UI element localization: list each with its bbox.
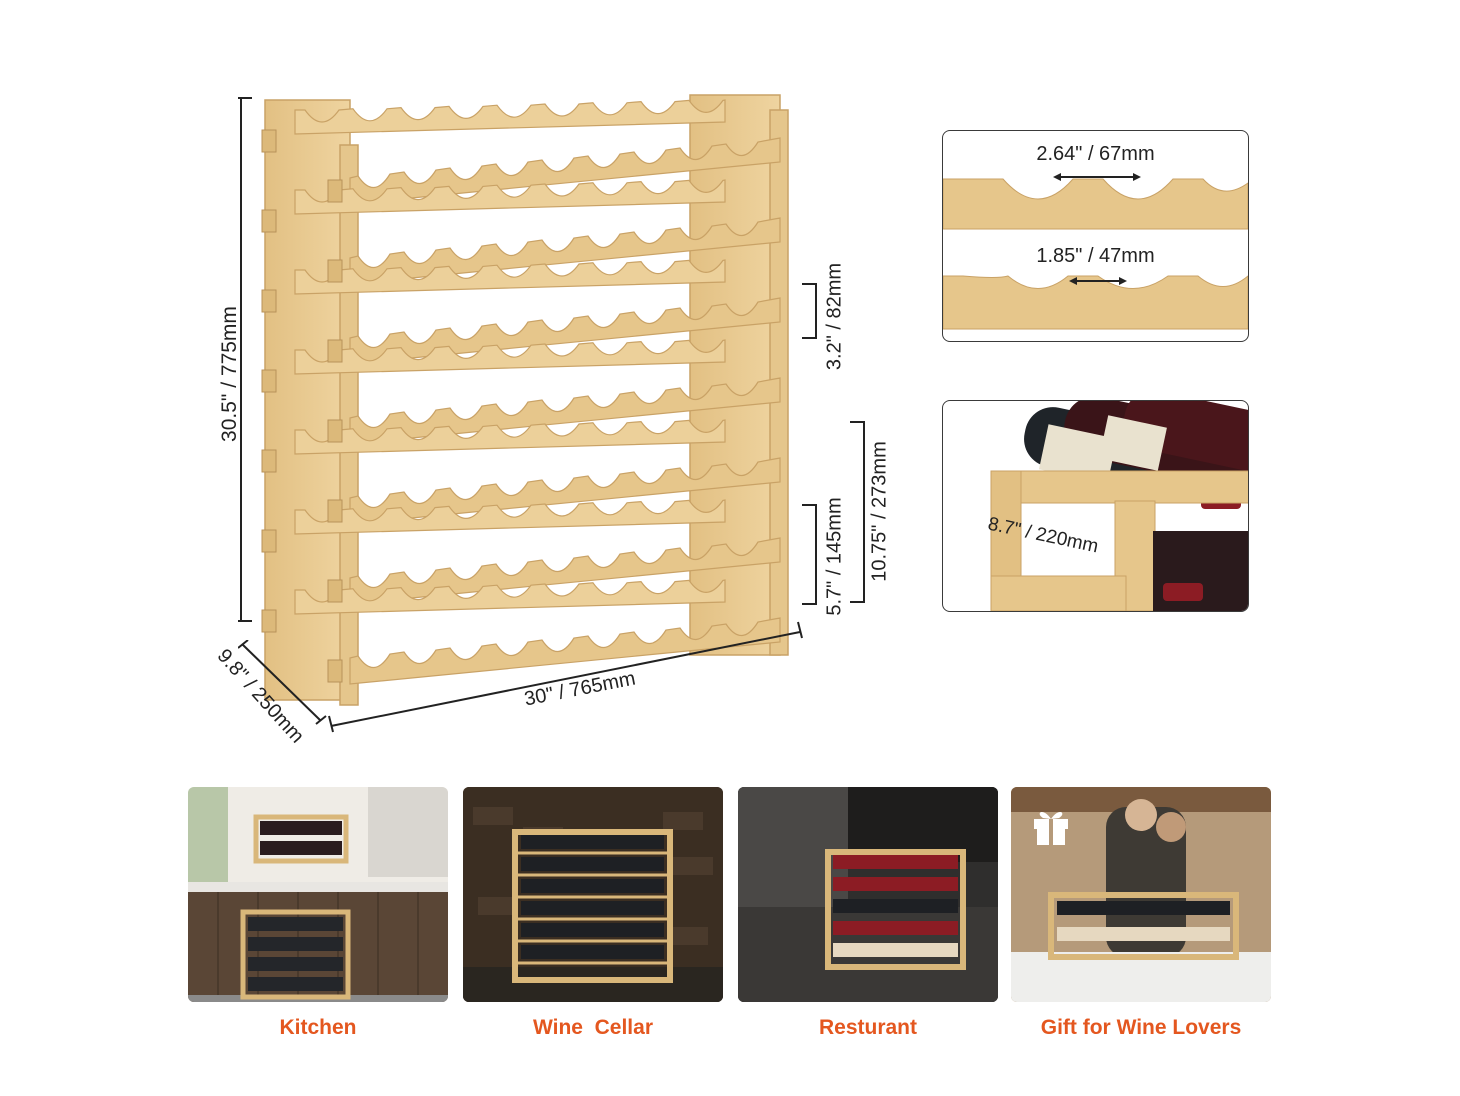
rack-drawing [261,94,789,706]
back-rail [294,419,726,455]
tier-height-bracket [800,503,820,607]
rail-joint [261,369,277,393]
back-rail [294,339,726,375]
caption-gift: Gift for Wine Lovers [1040,1016,1242,1039]
front-rail [349,297,781,365]
rail-joint [327,339,343,363]
tier-gap-label: 3.2" / 82mm [823,262,846,371]
caption-wine-cellar: Wine Cellar [532,1016,653,1039]
caption-kitchen: Kitchen [279,1016,357,1039]
kitchen-illustration [188,787,448,1002]
bottom-slot-label: 1.85" / 47mm [1036,245,1155,267]
restaurant-illustration [738,787,998,1002]
front-rail [349,137,781,205]
back-rail [294,499,726,535]
back-rail [294,179,726,215]
wine-cellar-illustration [463,787,723,1002]
width-dimension-line [325,620,810,735]
rail-joint [327,419,343,443]
back-rail [294,579,726,615]
caption-restaurant: Resturant [818,1016,918,1039]
back-rail [294,99,726,135]
front-rail [349,537,781,605]
scene-kitchen [188,787,448,1002]
front-rail [349,217,781,285]
rail-joint [327,659,343,683]
depth-dimension-line [238,640,338,730]
tier-gap-bracket [800,282,820,342]
side-height-bracket [848,420,868,605]
tier-height-label: 5.7" / 145mm [823,497,846,616]
scene-wine-cellar [463,787,723,1002]
front-rail [349,457,781,525]
rail-joint [261,129,277,153]
rail-joint [327,259,343,283]
rail-joint [261,209,277,233]
bottles-on-rack-drawing [990,401,1248,611]
top-slot-label: 2.64" / 67mm [1036,143,1155,165]
rail-joint [261,529,277,553]
scene-gift [1011,787,1271,1002]
height-dimension-line [238,97,252,622]
rack-joints [261,129,343,683]
scene-restaurant [738,787,998,1002]
height-label: 30.5" / 775mm [218,306,241,442]
rack-rails [294,99,781,685]
rail-joint [327,179,343,203]
side-height-label: 10.75" / 273mm [868,441,891,582]
back-rail [294,259,726,295]
depth-detail-panel: 8.7" / 220mm [942,400,1249,612]
front-rail [349,617,781,685]
slot-size-detail-panel: 2.64" / 67mm 1.85" / 47mm [942,130,1249,342]
rail-joint [261,449,277,473]
rail-joint [327,579,343,603]
slot-rails-drawing [943,173,1248,330]
rack-illustration [200,55,820,755]
rail-joint [327,499,343,523]
rail-joint [261,289,277,313]
gift-icon [1031,805,1071,847]
rail-joint [261,609,277,633]
front-rail [349,377,781,445]
